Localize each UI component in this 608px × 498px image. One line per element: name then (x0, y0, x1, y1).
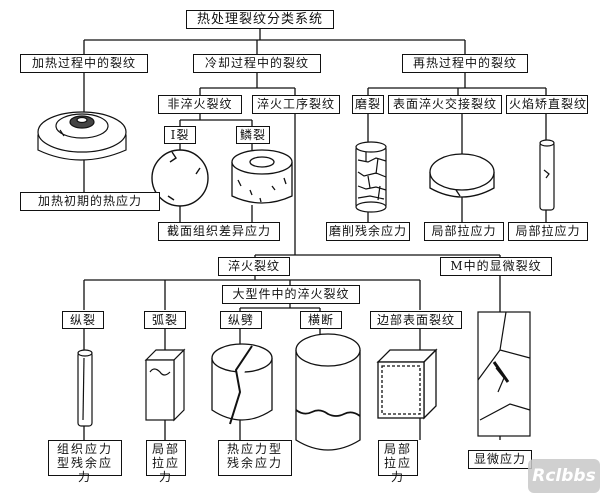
arc-crack-box: 弧裂 (144, 311, 186, 329)
i-crack-illustration (151, 149, 209, 207)
quench-process-crack-box: 淬火工序裂纹 (252, 95, 340, 114)
transverse-fracture-illustration (295, 333, 361, 451)
scale-crack-box: 鳞裂 (236, 126, 270, 144)
surface-quench-crack-box: 表面淬火交接裂纹 (388, 95, 502, 114)
large-parts-quench-crack-box: 大型件中的淬火裂纹 (222, 285, 360, 304)
stepped-disk-illustration (37, 111, 127, 161)
non-quench-crack-box: 非淬火裂纹 (158, 95, 242, 114)
reheating-crack-box: 再热过程中的裂纹 (402, 54, 528, 73)
grinding-crack-box: 磨裂 (352, 95, 384, 114)
transverse-crack-box: 横断 (300, 311, 342, 329)
grinding-crack-illustration (355, 141, 387, 213)
heating-crack-box: 加热过程中的裂纹 (20, 54, 148, 73)
page-title: 热处理裂纹分类系统 (186, 10, 334, 29)
structural-residual-stress-box: 组织应力型残余应力 (48, 440, 122, 484)
edge-surface-crack-box: 边部表面裂纹 (370, 311, 462, 329)
thermal-residual-stress-box: 热应力型残余应力 (218, 440, 292, 476)
i-crack-box: I裂 (164, 126, 196, 144)
flame-straighten-illustration (539, 139, 555, 211)
long-split-crack-box: 纵劈 (220, 311, 262, 329)
grinding-residual-stress-box: 磨削残余应力 (326, 222, 410, 241)
micro-crack-illustration (477, 311, 531, 437)
heating-initial-stress-box: 加热初期的热应力 (20, 192, 160, 211)
watermark-logo: Rclbbs (528, 459, 600, 493)
micro-stress-box: 显微应力 (468, 450, 532, 469)
flame-straighten-crack-box: 火焰矫直裂纹 (506, 95, 588, 114)
micro-crack-box: M中的显微裂纹 (440, 257, 552, 276)
local-tension-box-2: 局部拉应力 (508, 222, 588, 241)
scale-crack-illustration (231, 149, 293, 204)
surface-quench-illustration (429, 153, 495, 198)
local-tension-box-1: 局部拉应力 (424, 222, 504, 241)
section-diff-stress-box: 截面组织差异应力 (158, 222, 280, 241)
long-split-illustration (211, 343, 273, 425)
arc-crack-illustration (144, 348, 186, 422)
local-tension-box-4: 局部拉应力 (378, 440, 418, 484)
longitudinal-crack-box: 纵裂 (62, 311, 104, 329)
quench-crack-box: 淬火裂纹 (218, 257, 290, 276)
edge-surface-crack-illustration (376, 348, 438, 420)
cooling-crack-box: 冷却过程中的裂纹 (193, 54, 321, 73)
local-tension-box-3: 局部拉应力 (146, 440, 186, 484)
longitudinal-crack-illustration (77, 349, 93, 427)
